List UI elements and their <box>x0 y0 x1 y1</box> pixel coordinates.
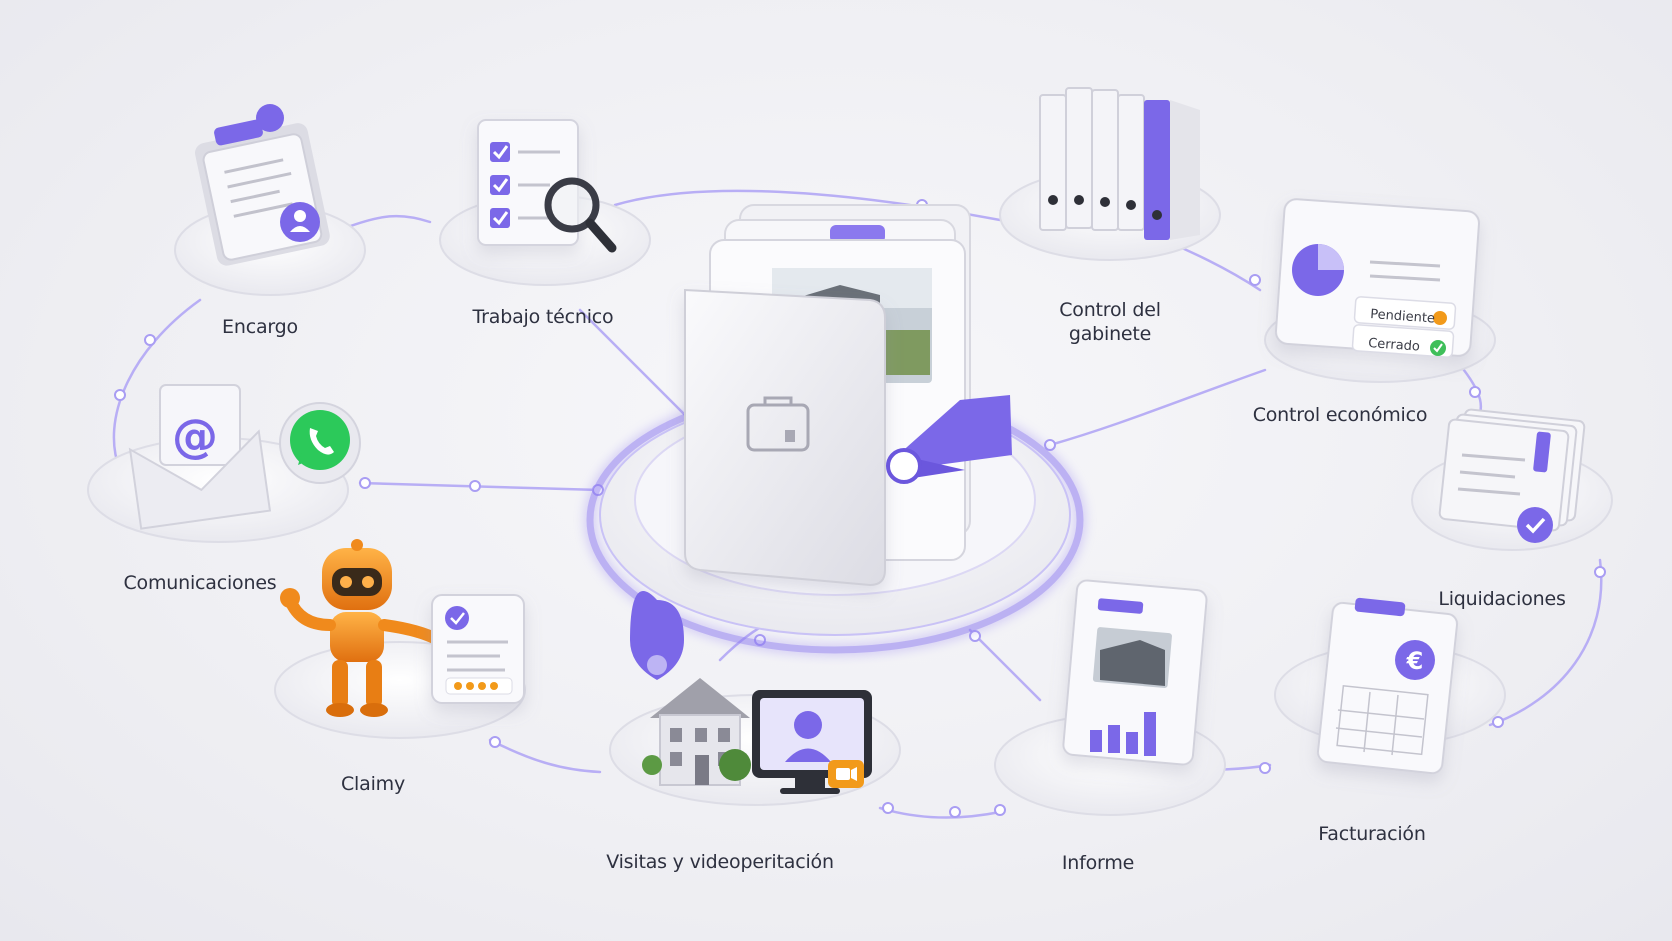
invoice-euro-icon: € <box>1316 597 1459 775</box>
binders-icon <box>1039 87 1200 240</box>
link-liquidaciones-facturacion <box>1488 558 1603 727</box>
label-control-economico: Control económico <box>1252 404 1428 426</box>
connection-dots <box>114 199 1606 818</box>
report-document-icon <box>1062 579 1208 766</box>
label-control-gabinete-line1: Control del <box>1059 299 1161 321</box>
link-informe-hub <box>968 628 1042 702</box>
label-informe: Informe <box>1061 852 1135 874</box>
claimy-robot-icon <box>280 539 444 717</box>
checklist-search-icon <box>477 119 617 253</box>
status-cerrado: Cerrado <box>1368 336 1421 355</box>
label-control-gabinete: Control del gabinete <box>1059 298 1161 346</box>
link-comunicaciones-encargo <box>112 298 202 472</box>
link-comunicaciones-hub <box>358 481 602 492</box>
label-comunicaciones: Comunicaciones <box>123 572 277 594</box>
central-hub <box>586 204 1084 654</box>
link-claimy-visitas <box>488 738 602 774</box>
label-liquidaciones: Liquidaciones <box>1438 588 1566 610</box>
settlement-documents-icon <box>1438 408 1586 543</box>
clipboard-user-icon <box>195 104 330 266</box>
svg-text:€: € <box>1406 647 1424 675</box>
label-trabajo-tecnico: Trabajo técnico <box>472 306 614 328</box>
house-icon <box>642 678 751 786</box>
status-pendiente: Pendiente <box>1370 307 1436 326</box>
svg-text:@: @ <box>172 409 218 463</box>
whatsapp-icon <box>279 402 361 484</box>
label-control-gabinete-line2: gabinete <box>1068 323 1152 345</box>
location-pin-icon <box>630 591 684 680</box>
label-claimy: Claimy <box>340 773 406 795</box>
finance-dashboard-icon <box>1274 198 1480 358</box>
link-trabajo-hub <box>578 308 692 422</box>
link-encargo-trabajo <box>343 214 432 230</box>
label-encargo: Encargo <box>222 316 298 338</box>
link-economico-hub <box>1048 368 1267 447</box>
link-informe-visitas <box>878 806 1002 819</box>
video-monitor-icon <box>752 690 872 794</box>
review-card-icon <box>431 594 525 704</box>
label-facturacion: Facturación <box>1318 823 1426 845</box>
email-icon: @ <box>128 384 272 530</box>
label-visitas: Visitas y videoperitación <box>606 851 834 873</box>
